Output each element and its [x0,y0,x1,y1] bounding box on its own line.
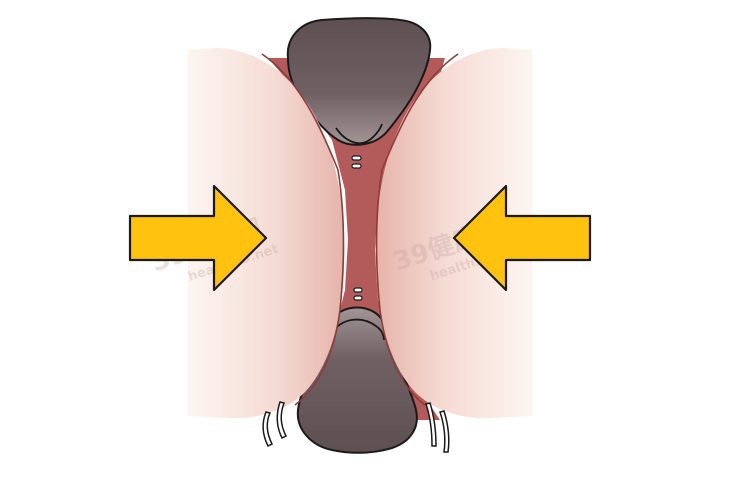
lower-marks [353,287,363,301]
right-buttock [375,48,532,419]
left-buttock-edge [261,53,345,406]
right-motion-lines [425,402,450,453]
left-motion-lines [262,401,288,448]
upper-marks [351,155,362,169]
lower-mass-fold [333,318,385,341]
upper-mass-fold [335,123,383,145]
left-buttock [188,48,345,419]
right-arrow [452,184,592,292]
left-arrow [128,184,268,292]
right-buttock-edge [375,53,459,406]
